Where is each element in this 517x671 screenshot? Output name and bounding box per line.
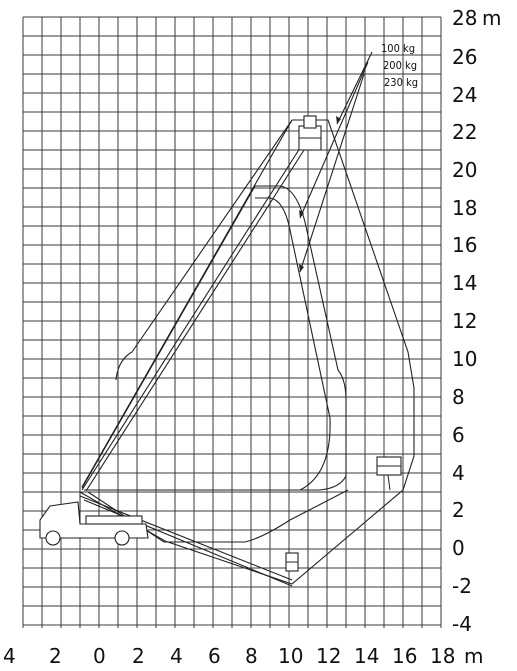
platform-right	[376, 456, 402, 491]
y-tick-label: 12	[452, 309, 477, 333]
working-envelope	[79, 119, 415, 585]
y-tick-label: 2	[452, 498, 465, 522]
x-tick-label: 4	[3, 644, 16, 668]
y-tick-label: 26	[452, 45, 477, 69]
y-tick-label: 6	[452, 423, 465, 447]
x-tick-label: 6	[208, 644, 221, 668]
x-tick-label: 12	[316, 644, 341, 668]
y-tick-label: 0	[452, 536, 465, 560]
legend-item: 200 kg	[383, 59, 417, 72]
y-tick-label: 28	[452, 6, 477, 30]
x-axis-unit: m	[464, 644, 483, 668]
truck	[39, 492, 149, 546]
y-tick-label: 10	[452, 347, 477, 371]
y-tick-label: 18	[452, 196, 477, 220]
load-legend: 100 kg 200 kg 230 kg	[381, 42, 418, 89]
x-tick-label: 18	[430, 644, 455, 668]
y-tick-label: 8	[452, 385, 465, 409]
x-tick-label: 2	[49, 644, 62, 668]
y-tick-label: 14	[452, 271, 477, 295]
x-tick-label: 14	[354, 644, 379, 668]
y-tick-label: 22	[452, 120, 477, 144]
y-tick-label: 24	[452, 83, 477, 107]
y-tick-label: 20	[452, 158, 477, 182]
grid	[22, 16, 442, 628]
x-tick-label: 16	[392, 644, 417, 668]
x-tick-label: 8	[245, 644, 258, 668]
x-tick-label: 0	[93, 644, 106, 668]
y-tick-label: -2	[452, 574, 472, 598]
y-tick-label: -4	[452, 612, 472, 636]
load-arrows	[299, 51, 373, 273]
legend-item: 230 kg	[384, 76, 418, 89]
x-tick-label: 4	[170, 644, 183, 668]
y-tick-label: 16	[452, 233, 477, 257]
y-axis-unit: m	[482, 6, 501, 30]
platform-top	[298, 115, 322, 151]
x-tick-label: 10	[278, 644, 303, 668]
legend-item: 100 kg	[381, 42, 415, 55]
y-axis-labels: 28 m 26 24 22 20 18 16 14 12 10 8 6 4 2 …	[452, 6, 501, 636]
x-tick-label: 2	[132, 644, 145, 668]
x-axis-labels: 4 2 0 2 4 6 8 10 12 14 16 18 m	[3, 644, 483, 668]
y-tick-label: 4	[452, 461, 465, 485]
boom-line	[79, 147, 305, 587]
platform-low	[285, 552, 299, 572]
